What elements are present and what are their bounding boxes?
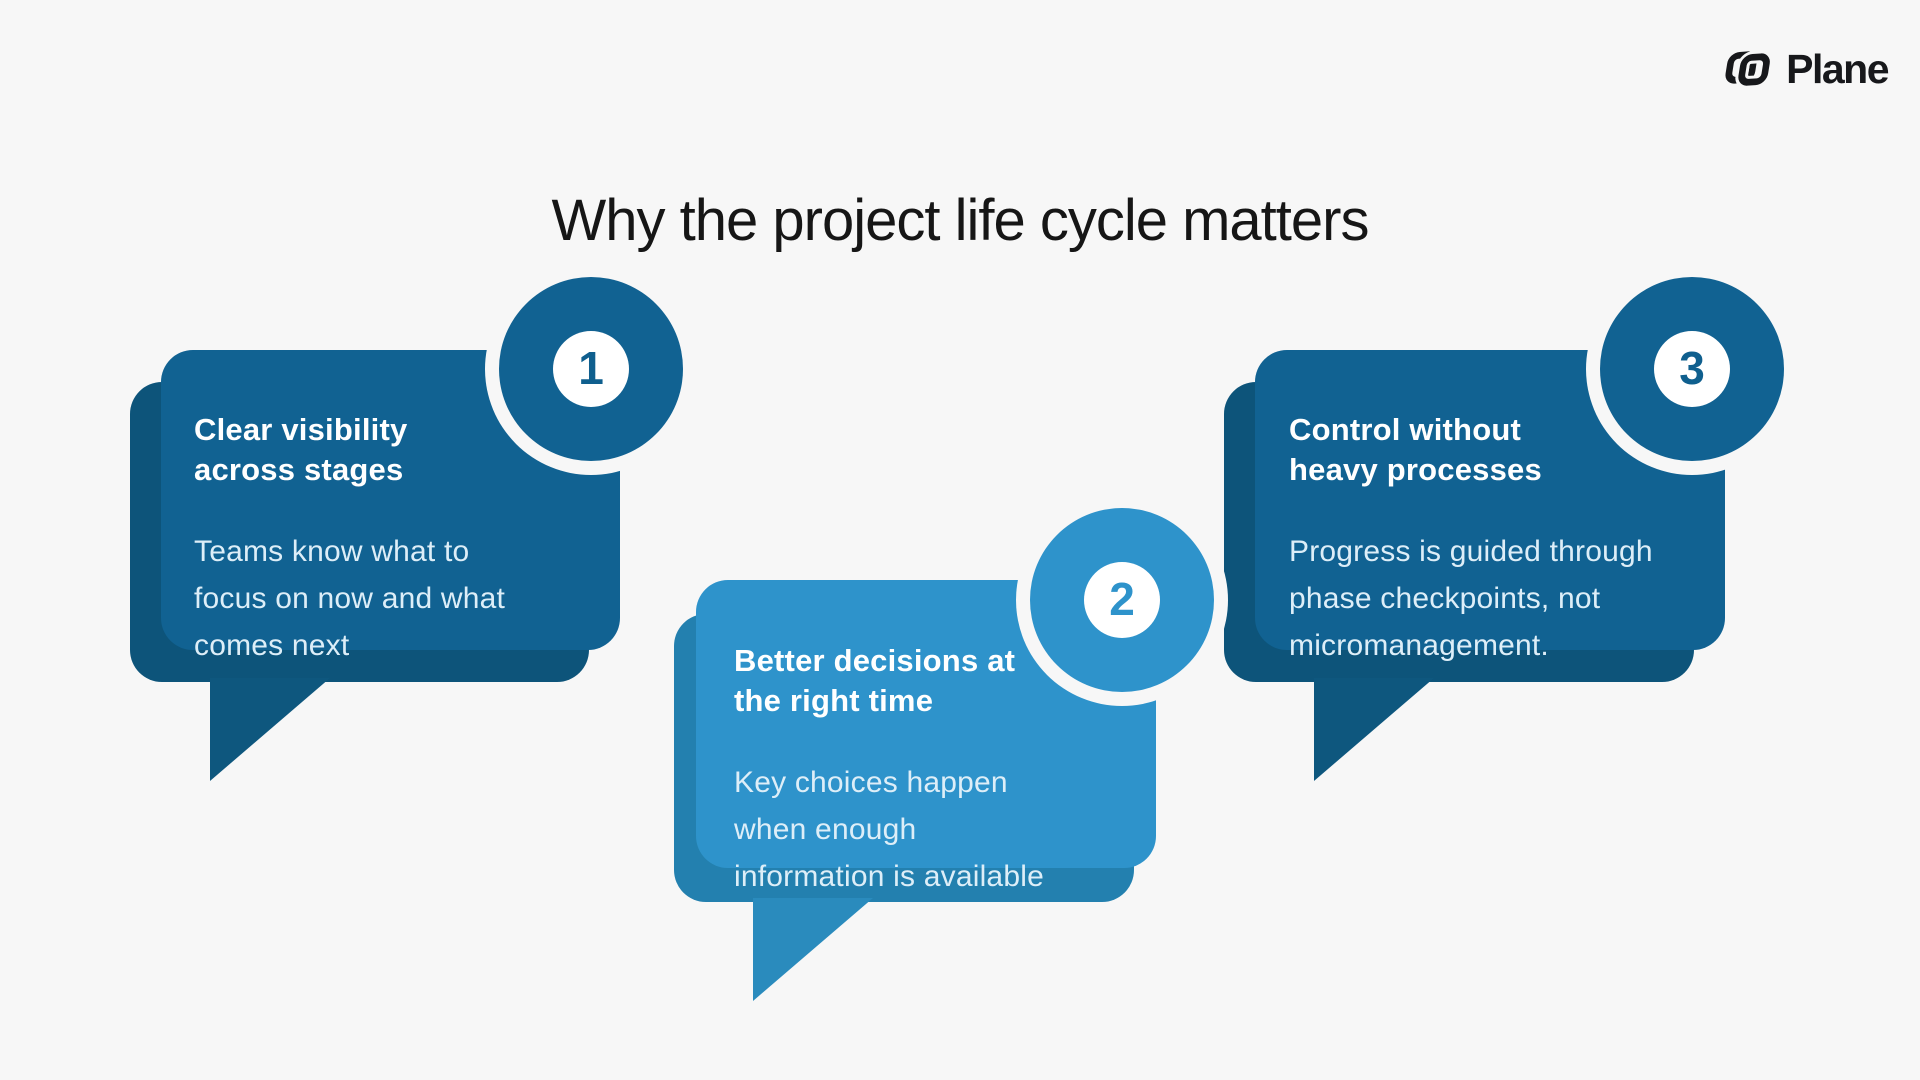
card-text-block: Clear visibility across stages Teams kno… bbox=[194, 392, 604, 687]
step-badge-1: 1 bbox=[499, 277, 683, 461]
card-body: Key choices happen when enough informati… bbox=[734, 766, 1044, 893]
card-title: Better decisions at the right time bbox=[734, 643, 1016, 718]
info-card-step-3: Control without heavy processes Progress… bbox=[1220, 260, 1800, 800]
info-card-step-1: Clear visibility across stages Teams kno… bbox=[120, 260, 700, 800]
bubble-main-shape bbox=[1255, 350, 1725, 650]
step-number: 2 bbox=[1109, 573, 1135, 625]
card-body: Progress is guided through phase checkpo… bbox=[1289, 535, 1653, 662]
speech-bubble-graphic bbox=[674, 580, 1156, 1001]
card-body: Teams know what to focus on now and what… bbox=[194, 535, 506, 662]
step-number: 3 bbox=[1679, 342, 1705, 394]
info-card-step-2: Better decisions at the right time Key c… bbox=[650, 490, 1230, 1030]
card-title: Clear visibility across stages bbox=[194, 412, 408, 487]
step-badge-inner-circle: 3 bbox=[1654, 331, 1730, 407]
speech-bubble-graphic bbox=[130, 350, 620, 781]
step-badge-2: 2 bbox=[1030, 508, 1214, 692]
step-badge-3: 3 bbox=[1600, 277, 1784, 461]
card-title: Control without heavy processes bbox=[1289, 412, 1542, 487]
card-text-block: Control without heavy processes Progress… bbox=[1289, 392, 1709, 687]
bubble-main-shape bbox=[696, 580, 1156, 868]
step-number: 1 bbox=[578, 342, 604, 394]
plane-logo-icon bbox=[1718, 44, 1776, 94]
bubble-tail-shape bbox=[1314, 678, 1434, 781]
plane-logo-text: Plane bbox=[1786, 45, 1889, 92]
plane-logo: Plane bbox=[1718, 44, 1889, 94]
speech-bubble-graphic bbox=[1224, 350, 1725, 781]
bubble-tail-shape bbox=[753, 898, 873, 1001]
page-title: Why the project life cycle matters bbox=[551, 187, 1370, 253]
step-badge-inner-circle: 1 bbox=[553, 331, 629, 407]
step-badge-inner-circle: 2 bbox=[1084, 562, 1160, 638]
card-text-block: Better decisions at the right time Key c… bbox=[734, 623, 1134, 918]
bubble-tail-shape bbox=[210, 678, 330, 781]
bubble-main-shape bbox=[161, 350, 620, 650]
